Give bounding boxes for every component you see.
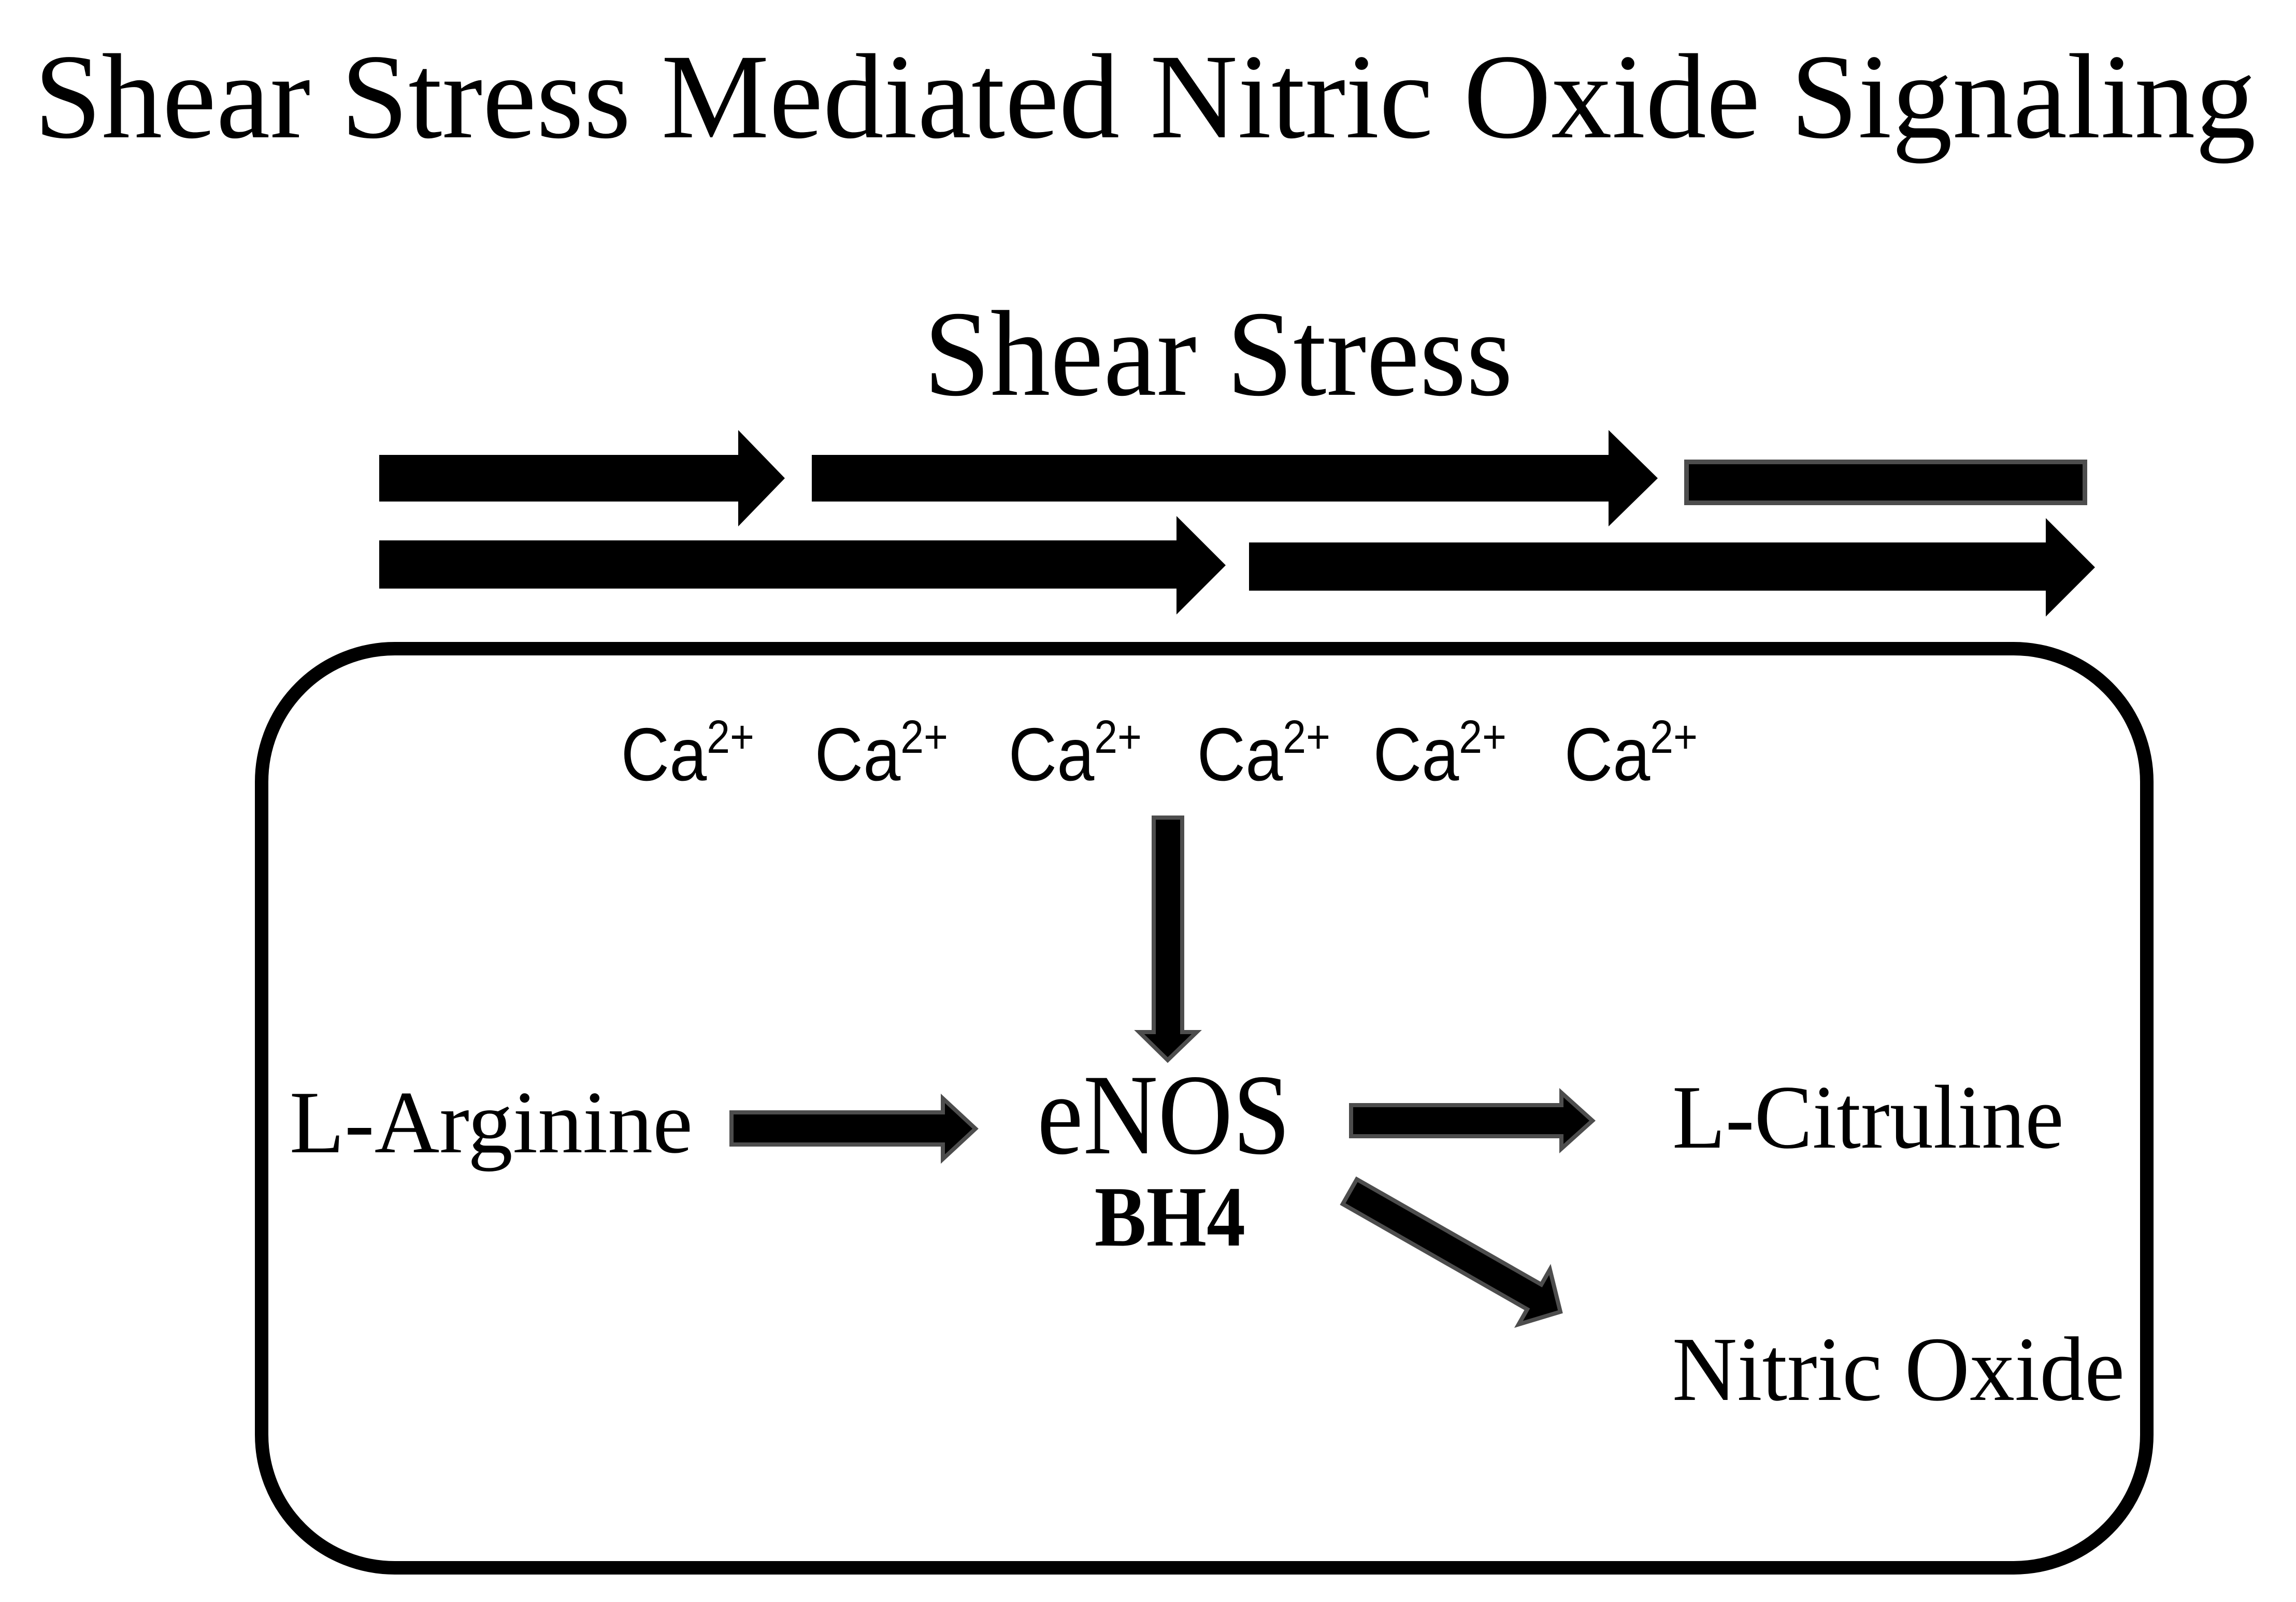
svg-text:Nitric Oxide: Nitric Oxide (1672, 1319, 2125, 1420)
svg-text:Shear Stress: Shear Stress (924, 286, 1513, 422)
svg-text:Ca2+: Ca2+ (1373, 711, 1507, 797)
svg-text:L-Citruline: L-Citruline (1672, 1067, 2064, 1168)
svg-text:L-Arginine: L-Arginine (290, 1074, 693, 1172)
svg-text:Shear Stress Mediated Nitric O: Shear Stress Mediated Nitric Oxide Signa… (34, 29, 2256, 164)
svg-text:eNOS: eNOS (1037, 1051, 1290, 1178)
svg-text:Ca2+: Ca2+ (1565, 711, 1698, 797)
svg-text:BH4: BH4 (1095, 1169, 1245, 1265)
